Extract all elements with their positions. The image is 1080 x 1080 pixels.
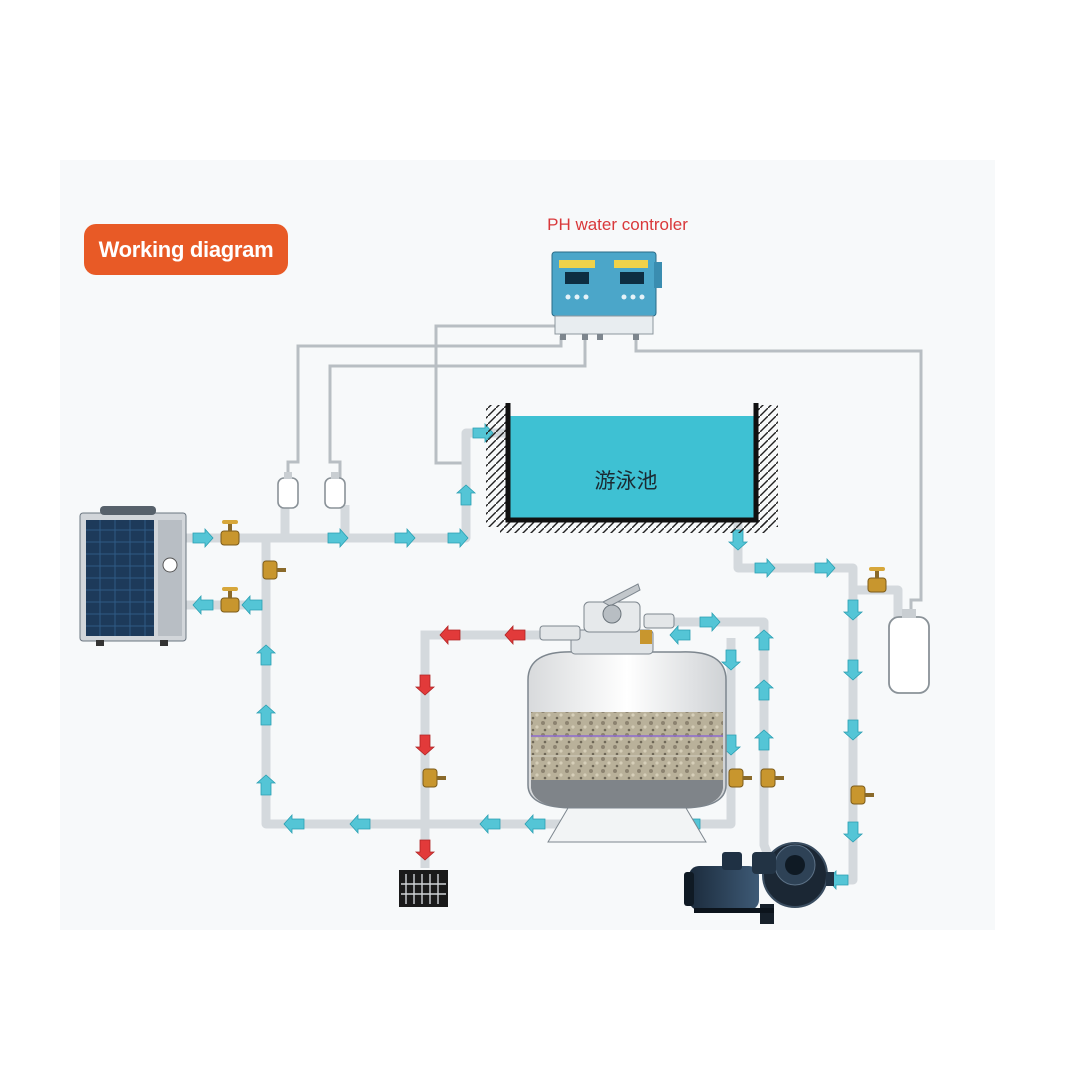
pipe-dosing bbox=[280, 505, 350, 538]
swimming-pool-icon: 游泳池 bbox=[486, 403, 778, 533]
signal-line bbox=[328, 336, 587, 478]
flow-arrow bbox=[753, 729, 775, 751]
flow-arrow-red bbox=[414, 839, 436, 861]
chemical-bottle-icon bbox=[888, 609, 930, 694]
flow-arrow bbox=[192, 527, 214, 549]
flow-arrow-red bbox=[439, 624, 461, 646]
diagram-panel bbox=[60, 160, 995, 930]
flow-arrow bbox=[753, 629, 775, 651]
flow-arrow bbox=[842, 659, 864, 681]
flow-arrow bbox=[455, 484, 477, 506]
flow-arrow-red bbox=[414, 734, 436, 756]
flow-arrow bbox=[349, 813, 371, 835]
chemical-bottle-icon bbox=[324, 472, 346, 509]
flow-arrow bbox=[699, 611, 721, 633]
flow-arrow bbox=[394, 527, 416, 549]
working-diagram-badge: Working diagram bbox=[84, 224, 288, 275]
flow-arrow bbox=[327, 527, 349, 549]
flow-arrow bbox=[283, 813, 305, 835]
water-pump-icon bbox=[684, 842, 834, 924]
flow-arrow bbox=[814, 557, 836, 579]
valve-icon bbox=[422, 768, 446, 788]
flow-arrow bbox=[192, 594, 214, 616]
flow-arrow bbox=[669, 624, 691, 646]
controller-title: PH water controler bbox=[547, 215, 688, 234]
flow-arrow bbox=[842, 719, 864, 741]
heat-pump-icon bbox=[79, 506, 187, 646]
flow-arrow bbox=[842, 821, 864, 843]
valve-icon bbox=[728, 768, 752, 788]
flow-arrow bbox=[255, 704, 277, 726]
valve-icon bbox=[850, 785, 874, 805]
flow-arrow bbox=[842, 599, 864, 621]
valve-icon bbox=[760, 768, 784, 788]
flow-arrow bbox=[753, 679, 775, 701]
pipe-pool-to-pump bbox=[733, 523, 858, 885]
flow-arrow bbox=[754, 557, 776, 579]
flow-arrow-red bbox=[504, 624, 526, 646]
ph-controller-icon bbox=[551, 251, 662, 340]
valve-icon bbox=[262, 560, 286, 580]
flow-arrow bbox=[447, 527, 469, 549]
valve-icon bbox=[220, 587, 240, 613]
signal-line bbox=[634, 336, 923, 618]
flow-arrow bbox=[241, 594, 263, 616]
valve-icon bbox=[867, 567, 887, 593]
drain-grate-icon bbox=[399, 870, 448, 907]
flow-arrow bbox=[524, 813, 546, 835]
signal-line bbox=[286, 336, 563, 478]
flow-arrow bbox=[720, 649, 742, 671]
valves bbox=[220, 520, 887, 805]
sand-filter-icon bbox=[527, 583, 727, 843]
valve-icon bbox=[220, 520, 240, 546]
flow-arrow bbox=[479, 813, 501, 835]
flow-arrow-red bbox=[414, 674, 436, 696]
flow-arrows-backwash bbox=[414, 624, 526, 861]
chemical-bottle-icon bbox=[277, 472, 299, 509]
flow-arrow bbox=[255, 774, 277, 796]
flow-arrow bbox=[255, 644, 277, 666]
pipe-backwash bbox=[420, 630, 580, 868]
pool-label: 游泳池 bbox=[595, 469, 658, 493]
